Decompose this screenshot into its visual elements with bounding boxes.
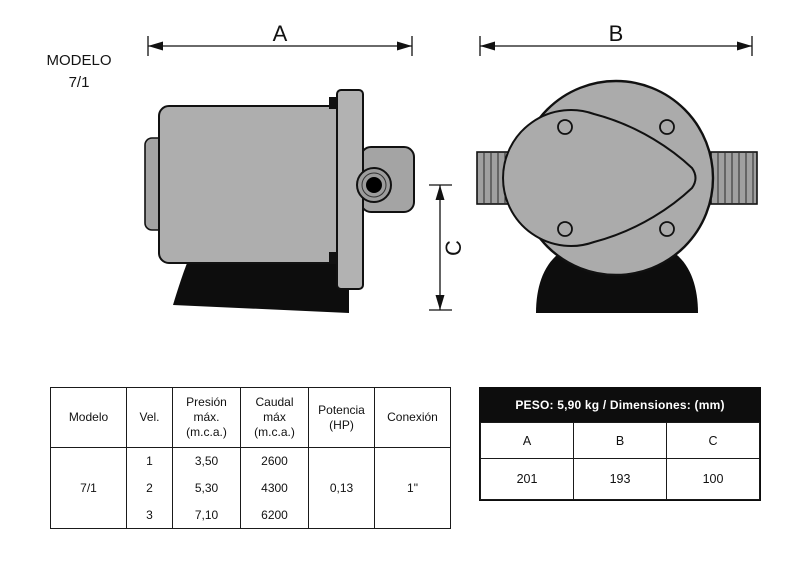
dimension-c [429,184,452,311]
spec-header-conexion: Conexión [374,387,451,448]
spec-conexion-value: 1" [374,447,451,529]
dim-value-b: 193 [573,458,667,500]
spec-caudal-3: 6200 [240,501,309,529]
dim-col-c: C [666,422,760,459]
spec-table-row-2: 2 5,30 4300 [51,474,451,502]
front-view-housing-contour [502,109,697,247]
spec-vel-2: 2 [126,474,173,502]
spec-vel-1: 1 [126,447,173,475]
pump-side-view [144,89,415,313]
spec-modelo-value: 7/1 [50,447,127,529]
dimensions-header-row: A B C [480,422,760,459]
spec-potencia-value: 0,13 [308,447,375,529]
side-view-port [356,167,392,203]
dimension-b-label: B [609,21,624,46]
dim-value-c: 100 [666,458,760,500]
spec-header-potencia: Potencia (HP) [308,387,375,448]
dimensions-table: A B C 201 193 100 [480,422,760,500]
side-view-bottom-clip [329,252,338,264]
spec-presion-2: 5,30 [172,474,241,502]
dimensions-panel: PESO: 5,90 kg / Dimensiones: (mm) A B C … [479,387,761,501]
pump-front-view [476,79,758,313]
spec-header-presion: Presión máx. (m.c.a.) [172,387,241,448]
spec-table: Modelo Vel. Presión máx. (m.c.a.) Caudal… [50,387,451,529]
dimensions-panel-header: PESO: 5,90 kg / Dimensiones: (mm) [480,388,760,422]
spec-caudal-1: 2600 [240,447,309,475]
model-number: 7/1 [68,73,90,91]
dimension-a [147,36,413,56]
spec-table-row-3: 3 7,10 6200 [51,501,451,529]
spec-table-row-1: 7/1 1 3,50 2600 0,13 1" [50,447,451,529]
dimension-c-label: C [441,240,466,256]
spec-header-caudal: Caudal máx (m.c.a.) [240,387,309,448]
spec-presion-1: 3,50 [172,447,241,475]
spec-table-header-row: Modelo Vel. Presión máx. (m.c.a.) Caudal… [50,387,451,448]
model-label: MODELO 7/1 [33,50,125,94]
spec-header-modelo: Modelo [50,387,127,448]
spec-vel-3: 3 [126,501,173,529]
dim-value-a: 201 [480,458,574,500]
side-view-top-clip [329,97,338,109]
dimension-b [479,36,753,56]
side-view-body [158,105,346,264]
front-view-right-thread [710,151,758,205]
spec-caudal-2: 4300 [240,474,309,502]
dimension-a-label: A [273,21,288,46]
dim-col-a: A [480,422,574,459]
front-view-bolt-holes [557,119,675,237]
dim-col-b: B [573,422,667,459]
spec-presion-3: 7,10 [172,501,241,529]
pump-technical-drawing: A B [144,21,758,313]
dimensions-value-row: 201 193 100 [480,458,760,500]
model-title: MODELO [46,52,112,69]
spec-header-vel: Vel. [126,387,173,448]
